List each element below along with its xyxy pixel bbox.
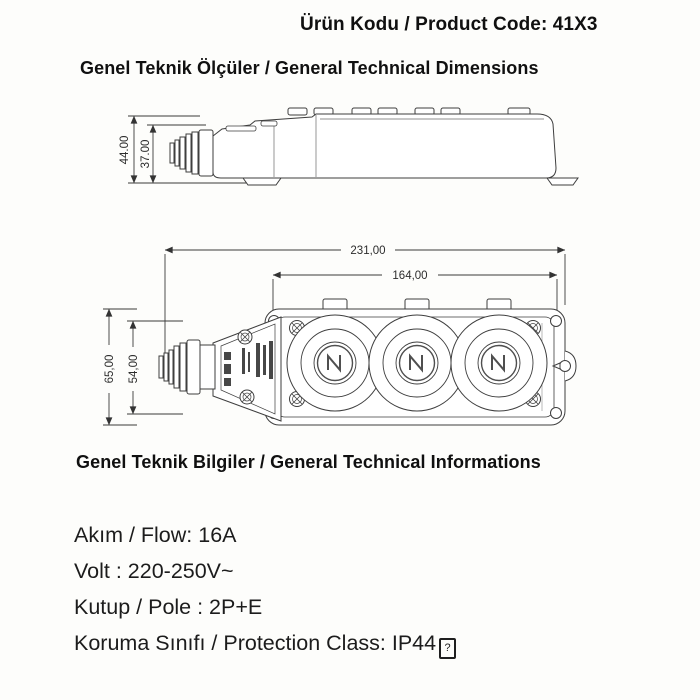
- spec-pole: Kutup / Pole : 2P+E: [74, 594, 456, 630]
- socket-lid: [286, 314, 384, 412]
- spec-current: Akım / Flow: 16A: [74, 522, 456, 558]
- top-view-drawing: 231,00 164,00 65,00 54,00: [103, 245, 577, 426]
- side-view-drawing: 44.00 37.00: [119, 107, 579, 186]
- latch-detail: [225, 125, 257, 132]
- device-top-view: [158, 298, 577, 426]
- spec-list: Akım / Flow: 16A Volt : 220-250V~ Kutup …: [74, 522, 457, 666]
- mounting-foot: [546, 177, 579, 186]
- side-view-dimension-lines: [128, 115, 255, 184]
- info-section-title: Genel Teknik Bilgiler / General Technica…: [76, 452, 541, 472]
- cable-gland-top: [158, 339, 216, 395]
- socket-lid: [450, 314, 548, 412]
- device-side-profile: [169, 107, 579, 186]
- screw-icon: [237, 329, 253, 345]
- certification-markings: [224, 341, 273, 386]
- spec-pole-text: Kutup / Pole : 2P+E: [74, 595, 263, 619]
- latch-detail: [260, 120, 278, 127]
- socket-lid: [368, 314, 466, 412]
- spec-protection-text: Koruma Sınıfı / Protection Class: IP44: [74, 631, 437, 655]
- spec-voltage-text: Volt : 220-250V~: [74, 559, 234, 583]
- top-view-dimension-lines: [103, 246, 566, 426]
- dim-label-length-total: 231,00: [350, 245, 385, 257]
- dimensions-section-title: Genel Teknik Ölçüler / General Technical…: [80, 58, 539, 78]
- brand-logo-icon: [480, 344, 518, 382]
- spec-current-text: Akım / Flow: 16A: [74, 523, 237, 547]
- device-body-outline: [212, 113, 557, 179]
- spec-protection-class: Koruma Sınıfı / Protection Class: IP44?: [74, 630, 457, 666]
- body-detail-lines: [273, 115, 544, 177]
- dim-label-width-total: 65,00: [104, 355, 116, 384]
- keyhole-mount: [551, 350, 577, 382]
- dim-label-height-body: 37.00: [140, 140, 152, 169]
- brand-logo-icon: [316, 344, 354, 382]
- cable-gland: [169, 129, 214, 177]
- brand-logo-icon: [398, 344, 436, 382]
- mounting-foot: [242, 177, 282, 186]
- dim-label-width-body: 54,00: [128, 355, 140, 384]
- missing-glyph-icon: ?: [439, 638, 457, 659]
- dim-label-length-sockets: 164,00: [392, 270, 427, 282]
- dim-label-height-total: 44.00: [119, 136, 131, 165]
- screw-icons: [237, 320, 541, 407]
- screw-icon: [239, 389, 255, 405]
- spec-voltage: Volt : 220-250V~: [74, 558, 456, 594]
- product-code-title: Ürün Kodu / Product Code: 41X3: [300, 14, 598, 35]
